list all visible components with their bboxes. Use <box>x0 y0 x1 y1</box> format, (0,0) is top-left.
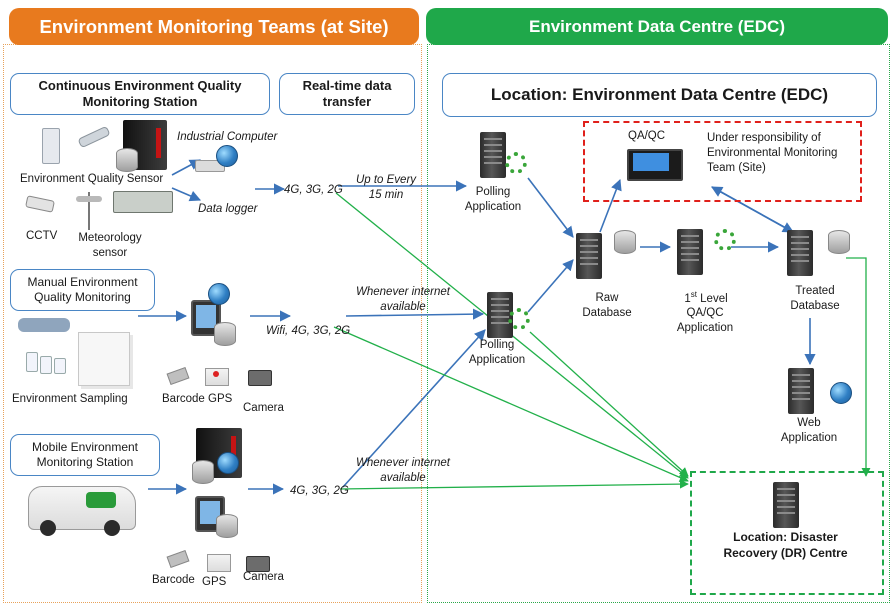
sample-bottle-icon <box>40 356 52 374</box>
weather-station-icon <box>88 192 90 230</box>
gps-label-1: GPS <box>208 393 233 405</box>
industrial-computer-label: Industrial Computer <box>177 131 278 143</box>
camera-label-2: Camera <box>243 571 284 583</box>
dr-centre-box <box>690 471 884 595</box>
first-level-rest: Level <box>696 292 728 305</box>
qaqc-label: QA/QC <box>628 130 666 142</box>
sample-bottle-icon <box>54 358 66 374</box>
net-mobile-label: 4G, 3G, 2G <box>290 485 349 497</box>
weather-station-icon <box>76 196 102 202</box>
database-icon <box>614 230 636 254</box>
gear-icon <box>505 152 527 174</box>
sensor-icon <box>18 318 70 332</box>
first-level-label: 1st Level <box>672 290 740 307</box>
camera-icon <box>248 370 272 386</box>
dr-centre-label: Location: Disaster Recovery (DR) Centre <box>723 530 848 560</box>
globe-icon <box>830 382 852 404</box>
mobile-station-label: Mobile Environment Monitoring Station <box>31 440 139 469</box>
barcode-label-1: Barcode <box>162 393 205 405</box>
gear-icon <box>714 229 736 251</box>
monitor-icon <box>633 153 669 171</box>
manual-monitoring-box: Manual Environment Quality Monitoring <box>10 269 155 311</box>
polling-application-label-2: Polling Application <box>468 339 526 366</box>
van-icon <box>86 492 116 508</box>
gps-label-2: GPS <box>202 576 227 588</box>
cctv-label: CCTV <box>26 230 58 242</box>
first-level-app-label: QA/QC Application <box>676 307 734 334</box>
raw-database-label: Raw Database <box>582 292 632 319</box>
continuous-monitoring-label: Continuous Environment Quality Monitorin… <box>38 77 242 109</box>
globe-icon <box>216 145 238 167</box>
web-application-label: Web Application <box>780 417 838 444</box>
database-icon <box>214 322 236 346</box>
edc-header-text: Environment Data Centre (EDC) <box>529 16 785 36</box>
environment-sampling-label: Environment Sampling <box>12 393 128 405</box>
server-icon <box>773 482 799 528</box>
polling-application-label-1: Polling Application <box>464 186 522 213</box>
server-icon <box>480 132 506 178</box>
database-icon <box>828 230 850 254</box>
gps-icon <box>213 371 219 377</box>
responsibility-label: Under responsibility of Environmental Mo… <box>707 132 838 174</box>
server-icon <box>788 368 814 414</box>
sample-bottle-icon <box>26 352 38 372</box>
gps-icon <box>205 368 229 386</box>
treated-database-label: Treated Database <box>790 285 840 312</box>
barcode-label-2: Barcode <box>152 574 195 586</box>
database-icon <box>216 514 238 538</box>
continuous-monitoring-box: Continuous Environment Quality Monitorin… <box>10 73 270 115</box>
camera-icon <box>246 556 270 572</box>
env-quality-sensor-label: Environment Quality Sensor <box>20 173 164 185</box>
net-continuous-label: 4G, 3G, 2G <box>284 184 343 196</box>
whenever-internet-label-1: Whenever internet available <box>356 286 450 313</box>
data-logger-icon <box>113 191 173 213</box>
server-icon <box>677 229 703 275</box>
edc-location-label: Location: Environment Data Centre (EDC) <box>490 85 829 105</box>
realtime-transfer-label: Real-time data transfer <box>302 77 392 109</box>
responsibility-box <box>583 121 862 202</box>
first-level-sup: st <box>690 290 697 299</box>
van-icon <box>40 520 56 536</box>
globe-icon <box>208 283 230 305</box>
edc-location-box: Location: Environment Data Centre (EDC) <box>442 73 877 117</box>
edc-header: Environment Data Centre (EDC) <box>426 8 888 45</box>
database-icon <box>116 148 138 172</box>
up-to-every-label: Up to Every 15 min <box>355 174 417 201</box>
van-icon <box>104 520 120 536</box>
paper-icon <box>78 332 130 386</box>
site-header-text: Environment Monitoring Teams (at Site) <box>39 15 389 37</box>
net-manual-label: Wifi, 4G, 3G, 2G <box>266 325 351 337</box>
realtime-transfer-box: Real-time data transfer <box>279 73 415 115</box>
gear-icon <box>508 308 530 330</box>
globe-icon <box>217 452 239 474</box>
server-icon <box>787 230 813 276</box>
whenever-internet-label-2: Whenever internet available <box>356 457 450 484</box>
camera-label-1: Camera <box>243 402 284 414</box>
site-header: Environment Monitoring Teams (at Site) <box>9 8 419 45</box>
data-logger-label: Data logger <box>198 203 258 215</box>
server-icon <box>576 233 602 279</box>
meteorology-sensor-label: Meteorology sensor <box>78 232 142 259</box>
gps-icon <box>207 554 231 572</box>
sensor-icon <box>42 128 60 164</box>
database-icon <box>192 460 214 484</box>
manual-monitoring-label: Manual Environment Quality Monitoring <box>27 275 138 304</box>
mobile-station-box: Mobile Environment Monitoring Station <box>10 434 160 476</box>
first-level-num: 1 <box>684 292 691 305</box>
